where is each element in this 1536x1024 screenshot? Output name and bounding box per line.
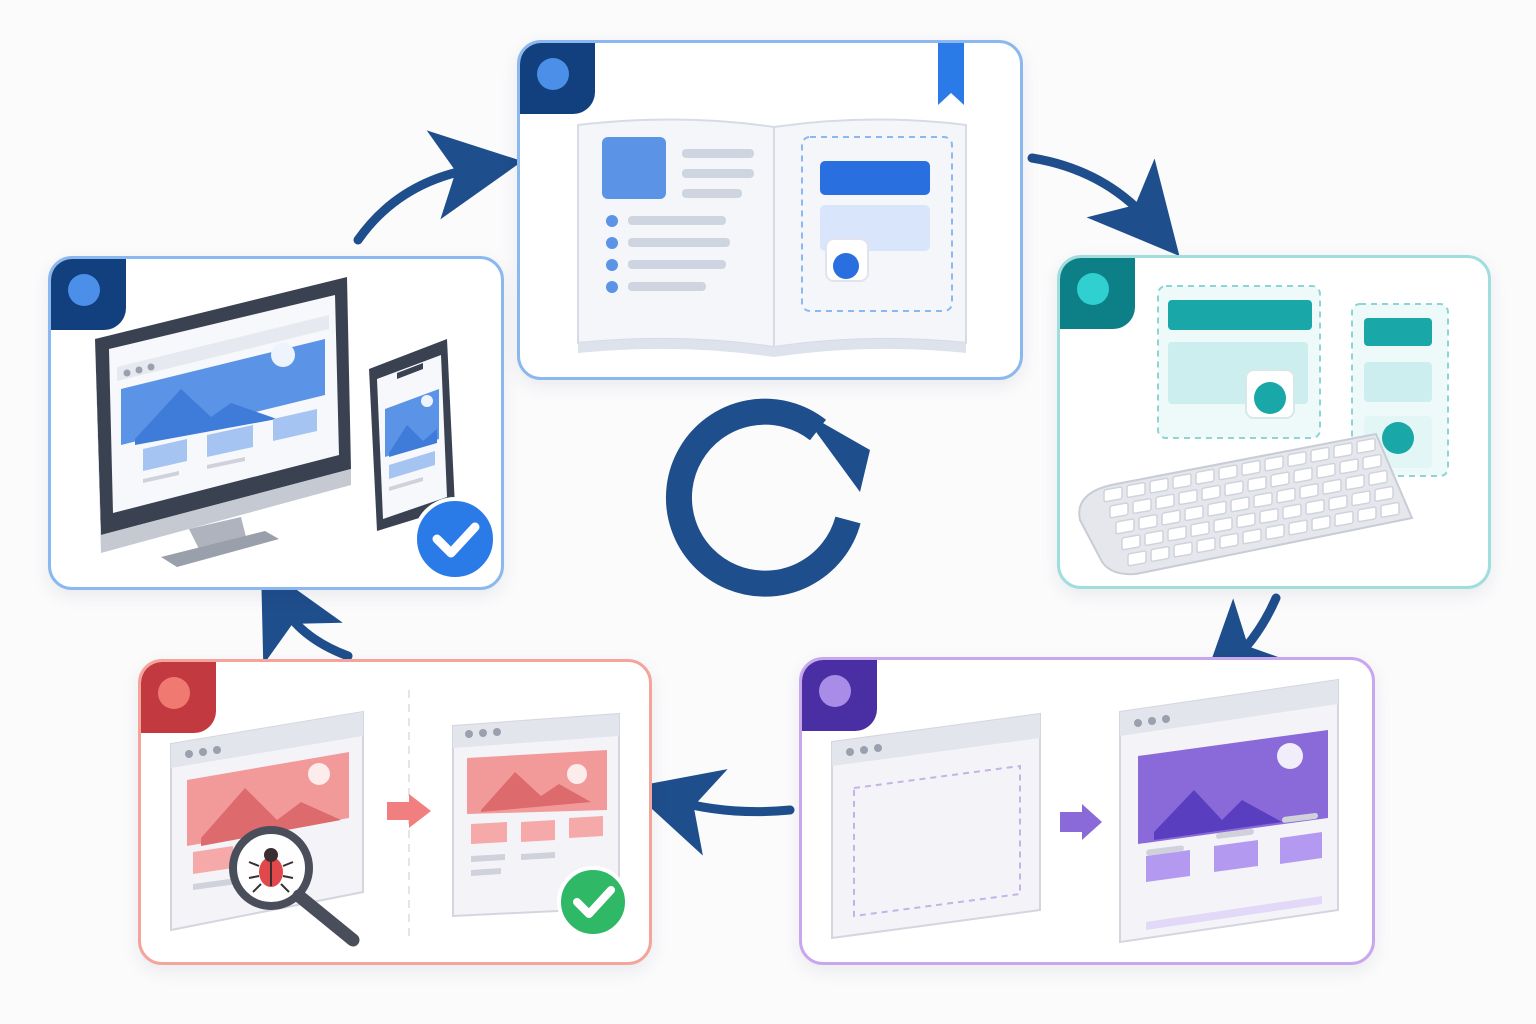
keyboard-key xyxy=(1265,523,1285,540)
keyboard-key xyxy=(1293,467,1313,484)
keyboard-key xyxy=(1150,545,1170,563)
keyboard-key xyxy=(1356,437,1376,454)
keyboard-key xyxy=(1144,529,1164,547)
stage-card-build xyxy=(799,657,1375,965)
keyboard-key xyxy=(1368,469,1388,486)
arrow-build-to-test xyxy=(628,769,795,856)
keyboard-key xyxy=(1126,481,1146,499)
keyboard-key xyxy=(1253,491,1273,508)
keyboard-key xyxy=(1357,506,1377,523)
checkmark-icon xyxy=(557,866,629,938)
checkmark-icon xyxy=(413,497,497,581)
keyboard-key xyxy=(1172,473,1192,490)
keyboard-key xyxy=(1288,519,1308,536)
keyboard-key xyxy=(1276,487,1296,504)
keyboard-key xyxy=(1351,490,1371,507)
refresh-cycle-icon xyxy=(665,398,870,597)
keyboard-key xyxy=(1374,485,1394,502)
keyboard-key xyxy=(1161,509,1181,526)
keyboard-wireframe-icon xyxy=(1078,285,1449,576)
stage-tab-design xyxy=(1060,258,1135,329)
keyboard-key xyxy=(1287,451,1307,468)
keyboard-key xyxy=(1230,496,1250,513)
keyboard-key xyxy=(1322,478,1342,495)
keyboard-key xyxy=(1362,453,1382,470)
keyboard-key xyxy=(1103,486,1123,503)
arrow-design-to-build xyxy=(1199,593,1296,694)
keyboard-key xyxy=(1333,442,1353,459)
stage-tab-test xyxy=(141,662,216,733)
arrow-deploy-to-learn xyxy=(353,130,523,245)
keyboard-key xyxy=(1241,459,1261,476)
open-book-icon xyxy=(577,43,967,357)
keyboard-key xyxy=(1109,502,1129,519)
stage-card-deploy xyxy=(48,256,504,590)
keyboard-key xyxy=(1173,541,1193,558)
keyboard-key xyxy=(1201,484,1221,501)
keyboard-key xyxy=(1132,497,1152,515)
arrow-learn-to-design xyxy=(1027,153,1180,257)
keyboard-key xyxy=(1115,518,1135,535)
stage-dot-learn xyxy=(537,58,569,90)
stage-card-test xyxy=(138,659,652,965)
keyboard-key xyxy=(1311,515,1331,532)
keyboard-key xyxy=(1219,532,1239,549)
keyboard-key xyxy=(1242,528,1262,545)
keyboard-key xyxy=(1196,537,1216,554)
keyboard-key xyxy=(1316,462,1336,479)
keyboard-key xyxy=(1299,483,1319,500)
bug-magnifier-icon xyxy=(170,690,629,947)
keyboard-key xyxy=(1195,468,1215,485)
keyboard-key xyxy=(1259,507,1279,524)
stage-dot-build xyxy=(819,675,851,707)
stage-dot-test xyxy=(158,677,190,709)
keyboard-key xyxy=(1218,464,1238,481)
keyboard-key xyxy=(1247,475,1267,492)
keyboard-key xyxy=(1305,499,1325,516)
stage-dot-deploy xyxy=(68,274,100,306)
keyboard-key xyxy=(1264,455,1284,472)
stage-card-learn xyxy=(517,40,1023,380)
keyboard-key xyxy=(1345,474,1365,491)
keyboard-key xyxy=(1339,458,1359,475)
browser-wireframe-to-page-icon xyxy=(831,678,1339,944)
keyboard-key xyxy=(1236,512,1256,529)
keyboard-key xyxy=(1207,500,1227,517)
keyboard-key xyxy=(1138,513,1158,531)
keyboard-key xyxy=(1282,503,1302,520)
keyboard-key xyxy=(1224,480,1244,497)
desktop-and-phone-icon xyxy=(95,277,497,581)
arrow-test-to-deploy xyxy=(260,564,353,665)
keyboard-key xyxy=(1121,534,1141,551)
keyboard-key xyxy=(1155,493,1175,510)
keyboard-key xyxy=(1184,505,1204,522)
stage-tab-deploy xyxy=(51,259,126,330)
keyboard-key xyxy=(1334,510,1354,527)
keyboard-key xyxy=(1270,471,1290,488)
stage-dot-design xyxy=(1077,273,1109,305)
stage-tab-learn xyxy=(520,43,595,114)
keyboard-key xyxy=(1178,489,1198,506)
keyboard-key xyxy=(1380,501,1400,518)
stage-card-design xyxy=(1057,255,1491,589)
stage-tab-build xyxy=(802,660,877,731)
keyboard-key xyxy=(1149,477,1169,494)
keyboard-key xyxy=(1127,550,1147,567)
keyboard-key xyxy=(1167,525,1187,542)
keyboard-key xyxy=(1310,446,1330,463)
keyboard-key xyxy=(1190,521,1210,538)
keyboard-key xyxy=(1328,494,1348,511)
keyboard-key xyxy=(1213,516,1233,533)
